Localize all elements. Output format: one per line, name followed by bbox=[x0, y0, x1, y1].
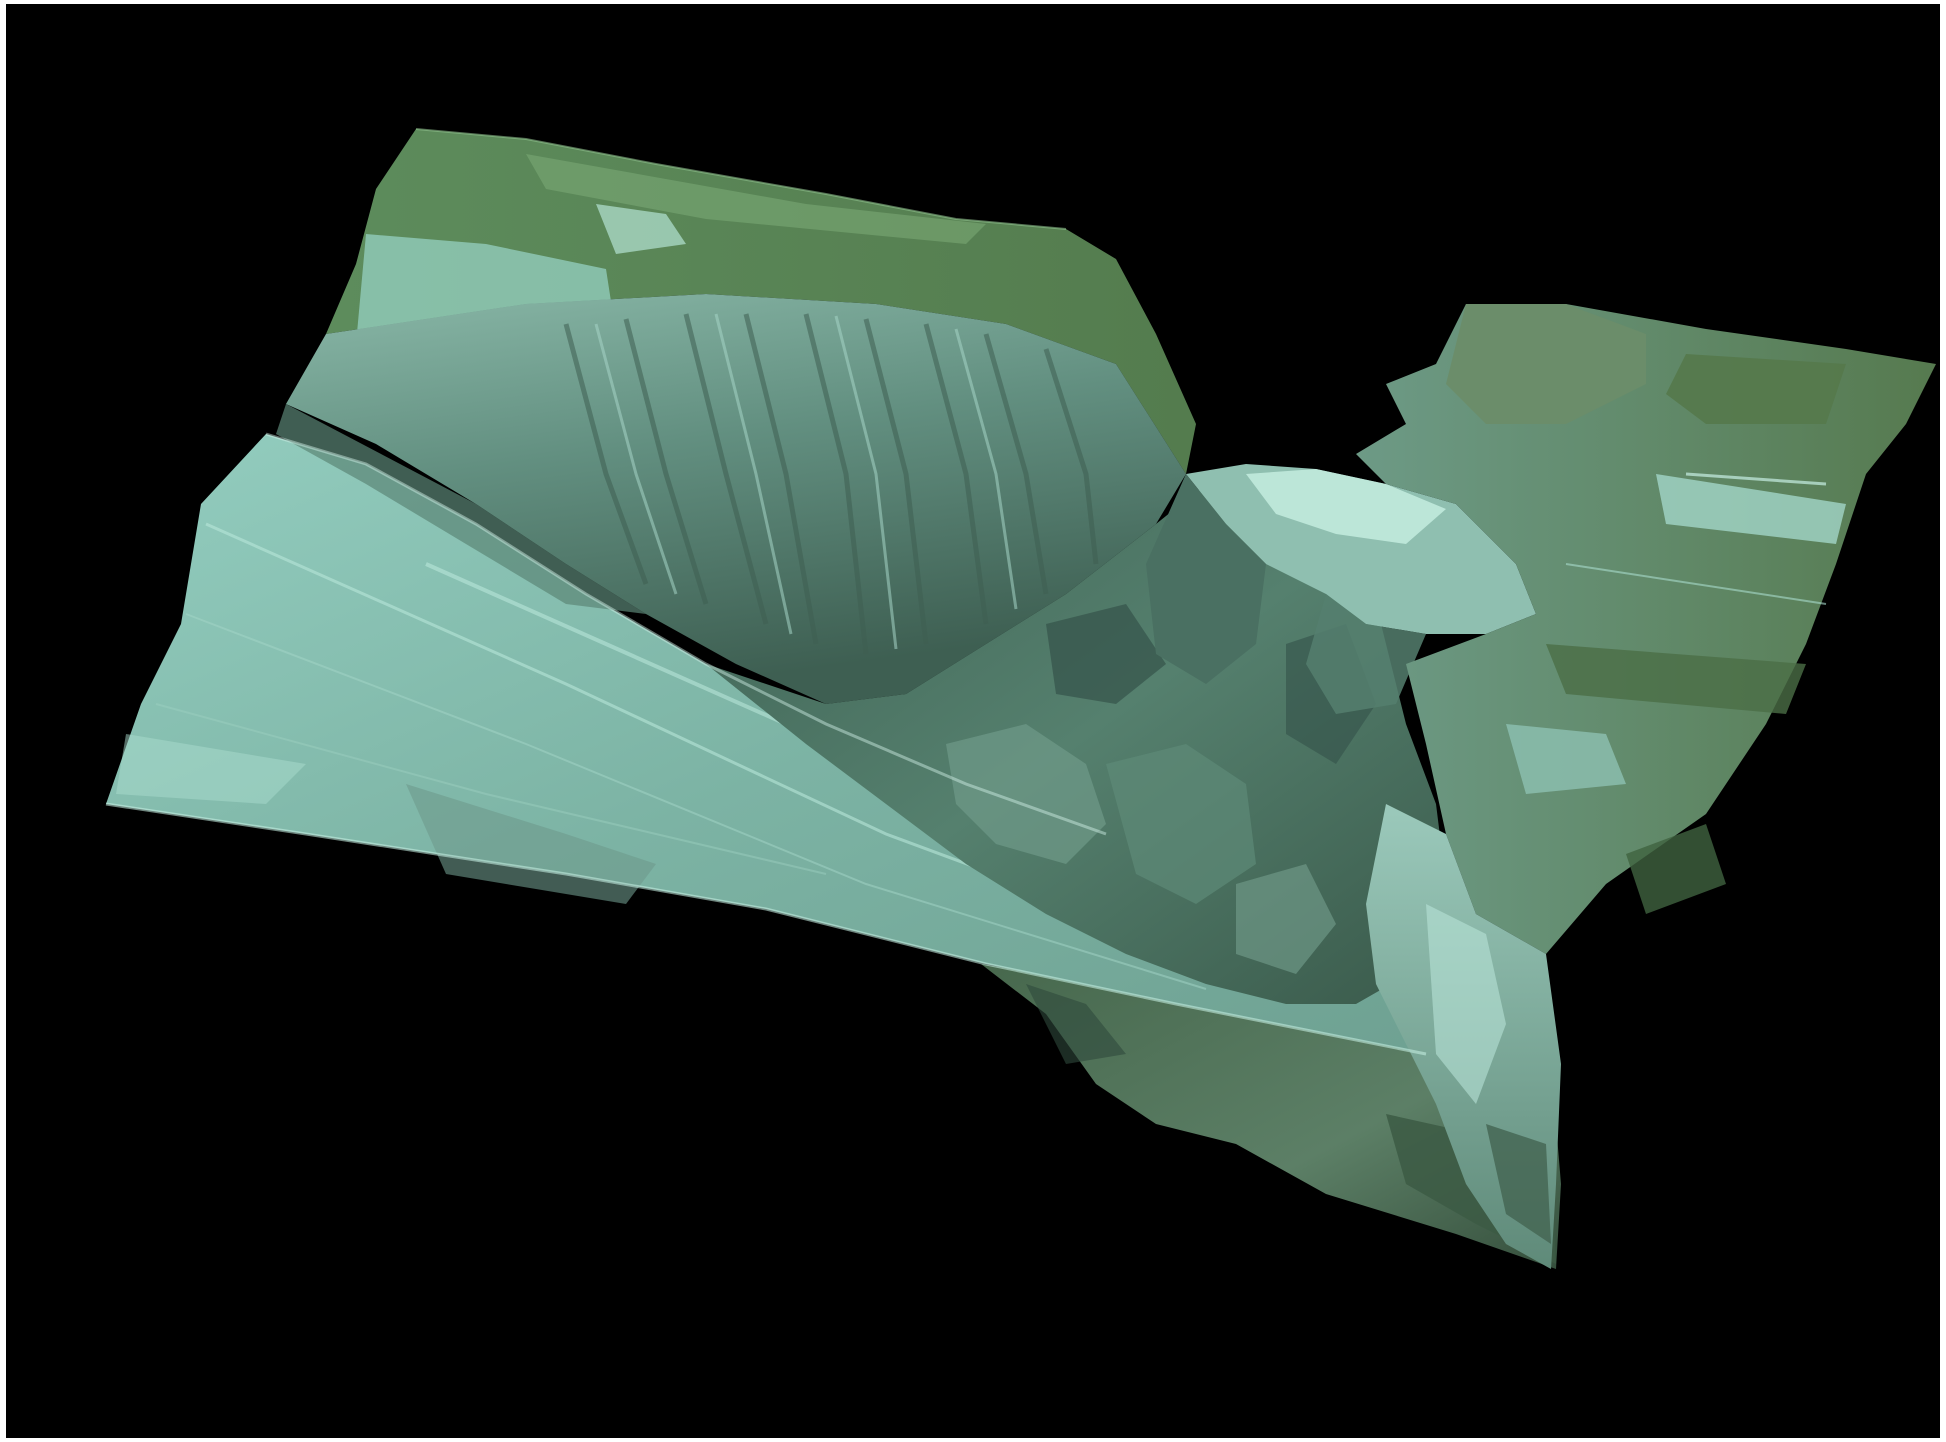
terrain-right-plateau bbox=[1356, 304, 1936, 954]
terrain-edge-highlights bbox=[105, 128, 1427, 1056]
terrain-front-cliff bbox=[1366, 804, 1561, 1269]
terrain-canyon-wall bbox=[276, 294, 1186, 704]
terrain-mesa bbox=[1146, 464, 1536, 714]
render-viewport bbox=[6, 4, 1940, 1438]
terrain-surface bbox=[105, 128, 1936, 1269]
